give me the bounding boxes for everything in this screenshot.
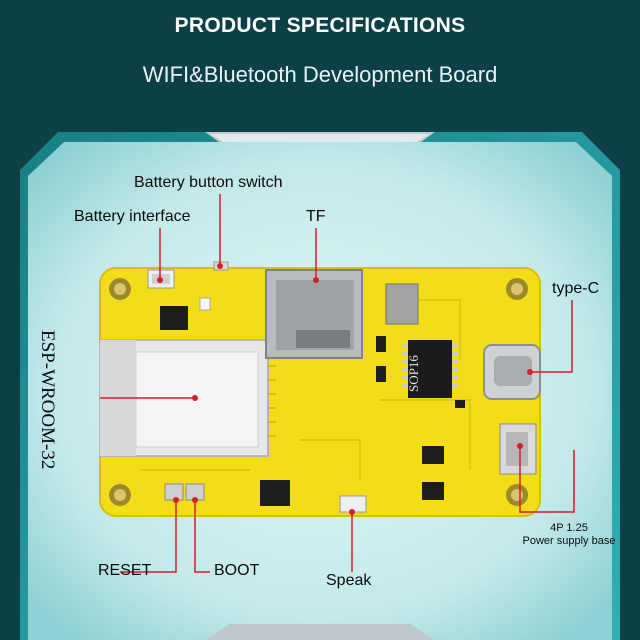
- type-c-label: type-C: [552, 280, 600, 297]
- module-label: ESP-WROOM-32: [37, 330, 58, 470]
- reset-label: RESET: [98, 562, 152, 579]
- power-base-line-1: 4P 1.25: [550, 522, 588, 534]
- battery-interface-label: Battery interface: [74, 208, 191, 225]
- power-base-label: 4P 1.25 Power supply base: [514, 522, 624, 548]
- boot-label: BOOT: [214, 562, 260, 579]
- power-base-line-2: Power supply base: [522, 535, 616, 547]
- page-subtitle: WIFI&Bluetooth Development Board: [142, 62, 498, 87]
- battery-switch-label: Battery button switch: [134, 174, 283, 191]
- page-title: PRODUCT SPECIFICATIONS: [174, 14, 466, 37]
- speak-label: Speak: [326, 572, 372, 589]
- tf-label: TF: [306, 208, 326, 225]
